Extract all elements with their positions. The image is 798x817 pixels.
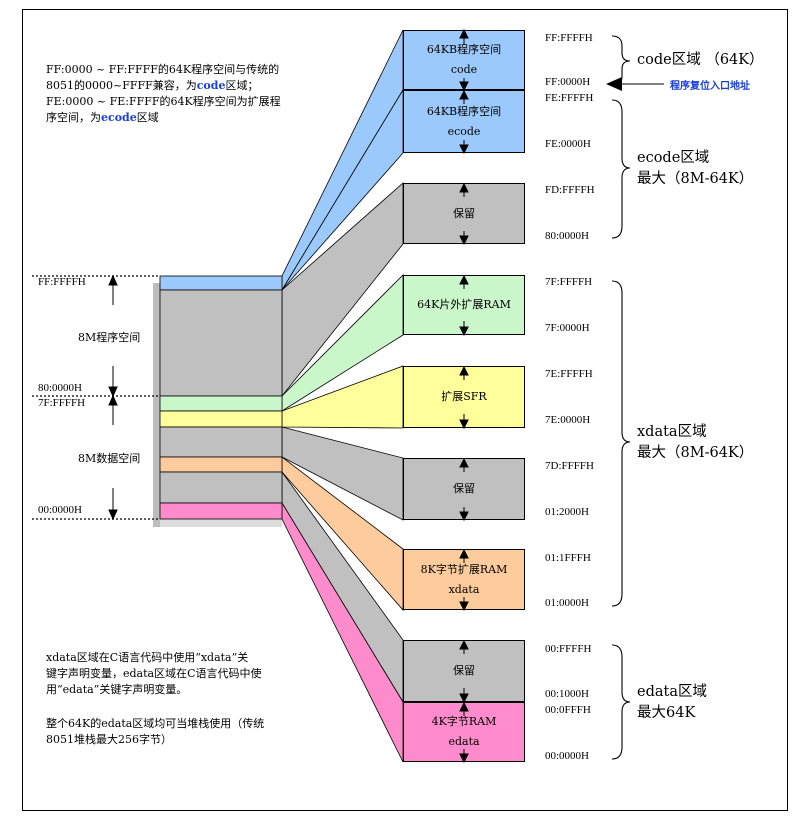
note-top-line4-a: 序空间，为 xyxy=(46,111,101,124)
outer-frame xyxy=(22,9,788,811)
left-data-space-label: 8M数据空间 xyxy=(78,452,141,465)
note-top-code-keyword: code xyxy=(196,79,226,92)
block-reserved3-line1: 保留 xyxy=(453,664,475,677)
region-code-label: code区域 （64K） xyxy=(637,52,764,68)
block-sfr-line1: 扩展SFR xyxy=(441,390,487,403)
note-bottom-2-line1: 整个64K的edata区域均可当堆栈使用（传统 xyxy=(46,717,265,730)
block-edata4k-line2: edata xyxy=(448,735,480,748)
addr-7e-0000: 7E:0000H xyxy=(545,414,591,426)
region-edata-label: edata区域 最大64K xyxy=(637,682,707,724)
addr-00-ffff: 00:FFFFH xyxy=(545,643,592,655)
addr-7e-ffff: 7E:FFFFH xyxy=(545,368,593,380)
note-top-line2: 8051的0000~FFFF兼容，为code区域； xyxy=(46,78,306,94)
block-code-line2: code xyxy=(450,63,478,76)
note-bottom-2-line2: 8051堆栈最大256字节） xyxy=(46,733,172,746)
region-ecode-line1: ecode区域 xyxy=(637,150,710,166)
addr-7d-ffff: 7D:FFFFH xyxy=(545,460,594,472)
left-addr-800000: 80:0000H xyxy=(38,382,82,394)
block-xdata8k-line1: 8K字节扩展RAM xyxy=(420,562,508,576)
addr-7f-ffff: 7F:FFFFH xyxy=(545,276,593,288)
left-seg-reserved3 xyxy=(159,471,283,504)
addr-fe-ffff: FE:FFFFH xyxy=(545,92,594,104)
region-xdata-line2: 最大（8M-64K） xyxy=(637,445,754,461)
addr-ff-ffff: FF:FFFFH xyxy=(545,32,593,44)
left-seg-edata xyxy=(159,502,283,520)
region-xdata-line1: xdata区域 xyxy=(637,424,707,440)
block-xram64k-line1: 64K片外扩展RAM xyxy=(417,298,511,311)
addr-7f-0000: 7F:0000H xyxy=(545,322,590,334)
note-top-ecode-keyword: ecode xyxy=(101,111,137,124)
block-xdata8k-line2: xdata xyxy=(448,582,480,596)
block-reserved1-line1: 保留 xyxy=(453,206,475,220)
region-ecode-line2: 最大（8M-64K） xyxy=(637,171,754,187)
region-edata-line2: 最大64K xyxy=(637,705,696,721)
note-top: FF:0000 ~ FF:FFFF的64K程序空间与传统的 8051的0000~… xyxy=(46,62,306,126)
note-bottom-1-line1: xdata区域在C语言代码中使用“xdata”关 xyxy=(46,651,249,664)
note-top-line2-b: 区域； xyxy=(225,79,259,92)
note-top-line1: FF:0000 ~ FF:FFFF的64K程序空间与传统的 xyxy=(46,63,280,76)
reset-entry-label: 程序复位入口地址 xyxy=(670,81,750,92)
note-bottom-2: 整个64K的edata区域均可当堆栈使用（传统 8051堆栈最大256字节） xyxy=(46,716,306,748)
note-top-line4-b: 区域 xyxy=(136,111,159,124)
data-space-arrows xyxy=(108,394,118,521)
addr-00-1000: 00:1000H xyxy=(545,688,589,700)
note-top-line4: 序空间，为ecode区域 xyxy=(46,110,306,126)
brace-edata xyxy=(611,644,631,760)
addr-01-1fff: 01:1FFFH xyxy=(545,552,591,564)
block-ecode-line1: 64KB程序空间 xyxy=(426,104,502,118)
left-addr-000000: 00:0000H xyxy=(38,504,82,516)
addr-01-0000: 01:0000H xyxy=(545,597,589,609)
left-addr-ffffff: FF:FFFFH xyxy=(38,276,86,288)
note-bottom-1: xdata区域在C语言代码中使用“xdata”关 键字声明变量，edata区域在… xyxy=(46,650,306,698)
block-code-line1: 64KB程序空间 xyxy=(426,43,502,56)
brace-ecode xyxy=(611,99,631,239)
brace-xdata xyxy=(611,280,631,607)
region-edata-line1: edata区域 xyxy=(637,684,707,700)
note-top-line2-a: 8051的0000~FFFF兼容，为 xyxy=(46,79,197,92)
block-reserved2-line1: 保留 xyxy=(453,482,475,495)
region-xdata-label: xdata区域 最大（8M-64K） xyxy=(637,422,753,464)
left-map-shadow-edge xyxy=(153,283,160,527)
reset-arrow xyxy=(606,77,664,91)
addr-ff-0000: FF:0000H xyxy=(545,76,591,88)
addr-01-2000: 01:2000H xyxy=(545,506,589,518)
addr-00-0fff: 00:0FFFH xyxy=(545,704,591,716)
note-top-line3: FE:0000 ~ FE:FFFF的64K程序空间为扩展程 xyxy=(46,95,281,108)
left-program-space-label: 8M程序空间 xyxy=(78,331,141,344)
addr-80-0000: 80:0000H xyxy=(545,230,589,242)
block-edata4k-line1: 4K字节RAM xyxy=(431,715,497,728)
note-bottom-1-line3: 用“edata”关键字声明变量。 xyxy=(46,683,188,696)
note-bottom-1-line2: 键字声明变量，edata区域在C语言代码中使 xyxy=(46,667,262,680)
addr-fe-0000: FE:0000H xyxy=(545,138,591,150)
left-addr-7fffff: 7F:FFFFH xyxy=(38,397,86,409)
block-ecode-line2: ecode xyxy=(447,124,481,138)
program-space-arrows xyxy=(108,274,118,398)
addr-00-0000: 00:0000H xyxy=(545,750,589,762)
addr-fd-ffff: FD:FFFFH xyxy=(545,184,595,196)
region-ecode-label: ecode区域 最大（8M-64K） xyxy=(637,148,753,190)
